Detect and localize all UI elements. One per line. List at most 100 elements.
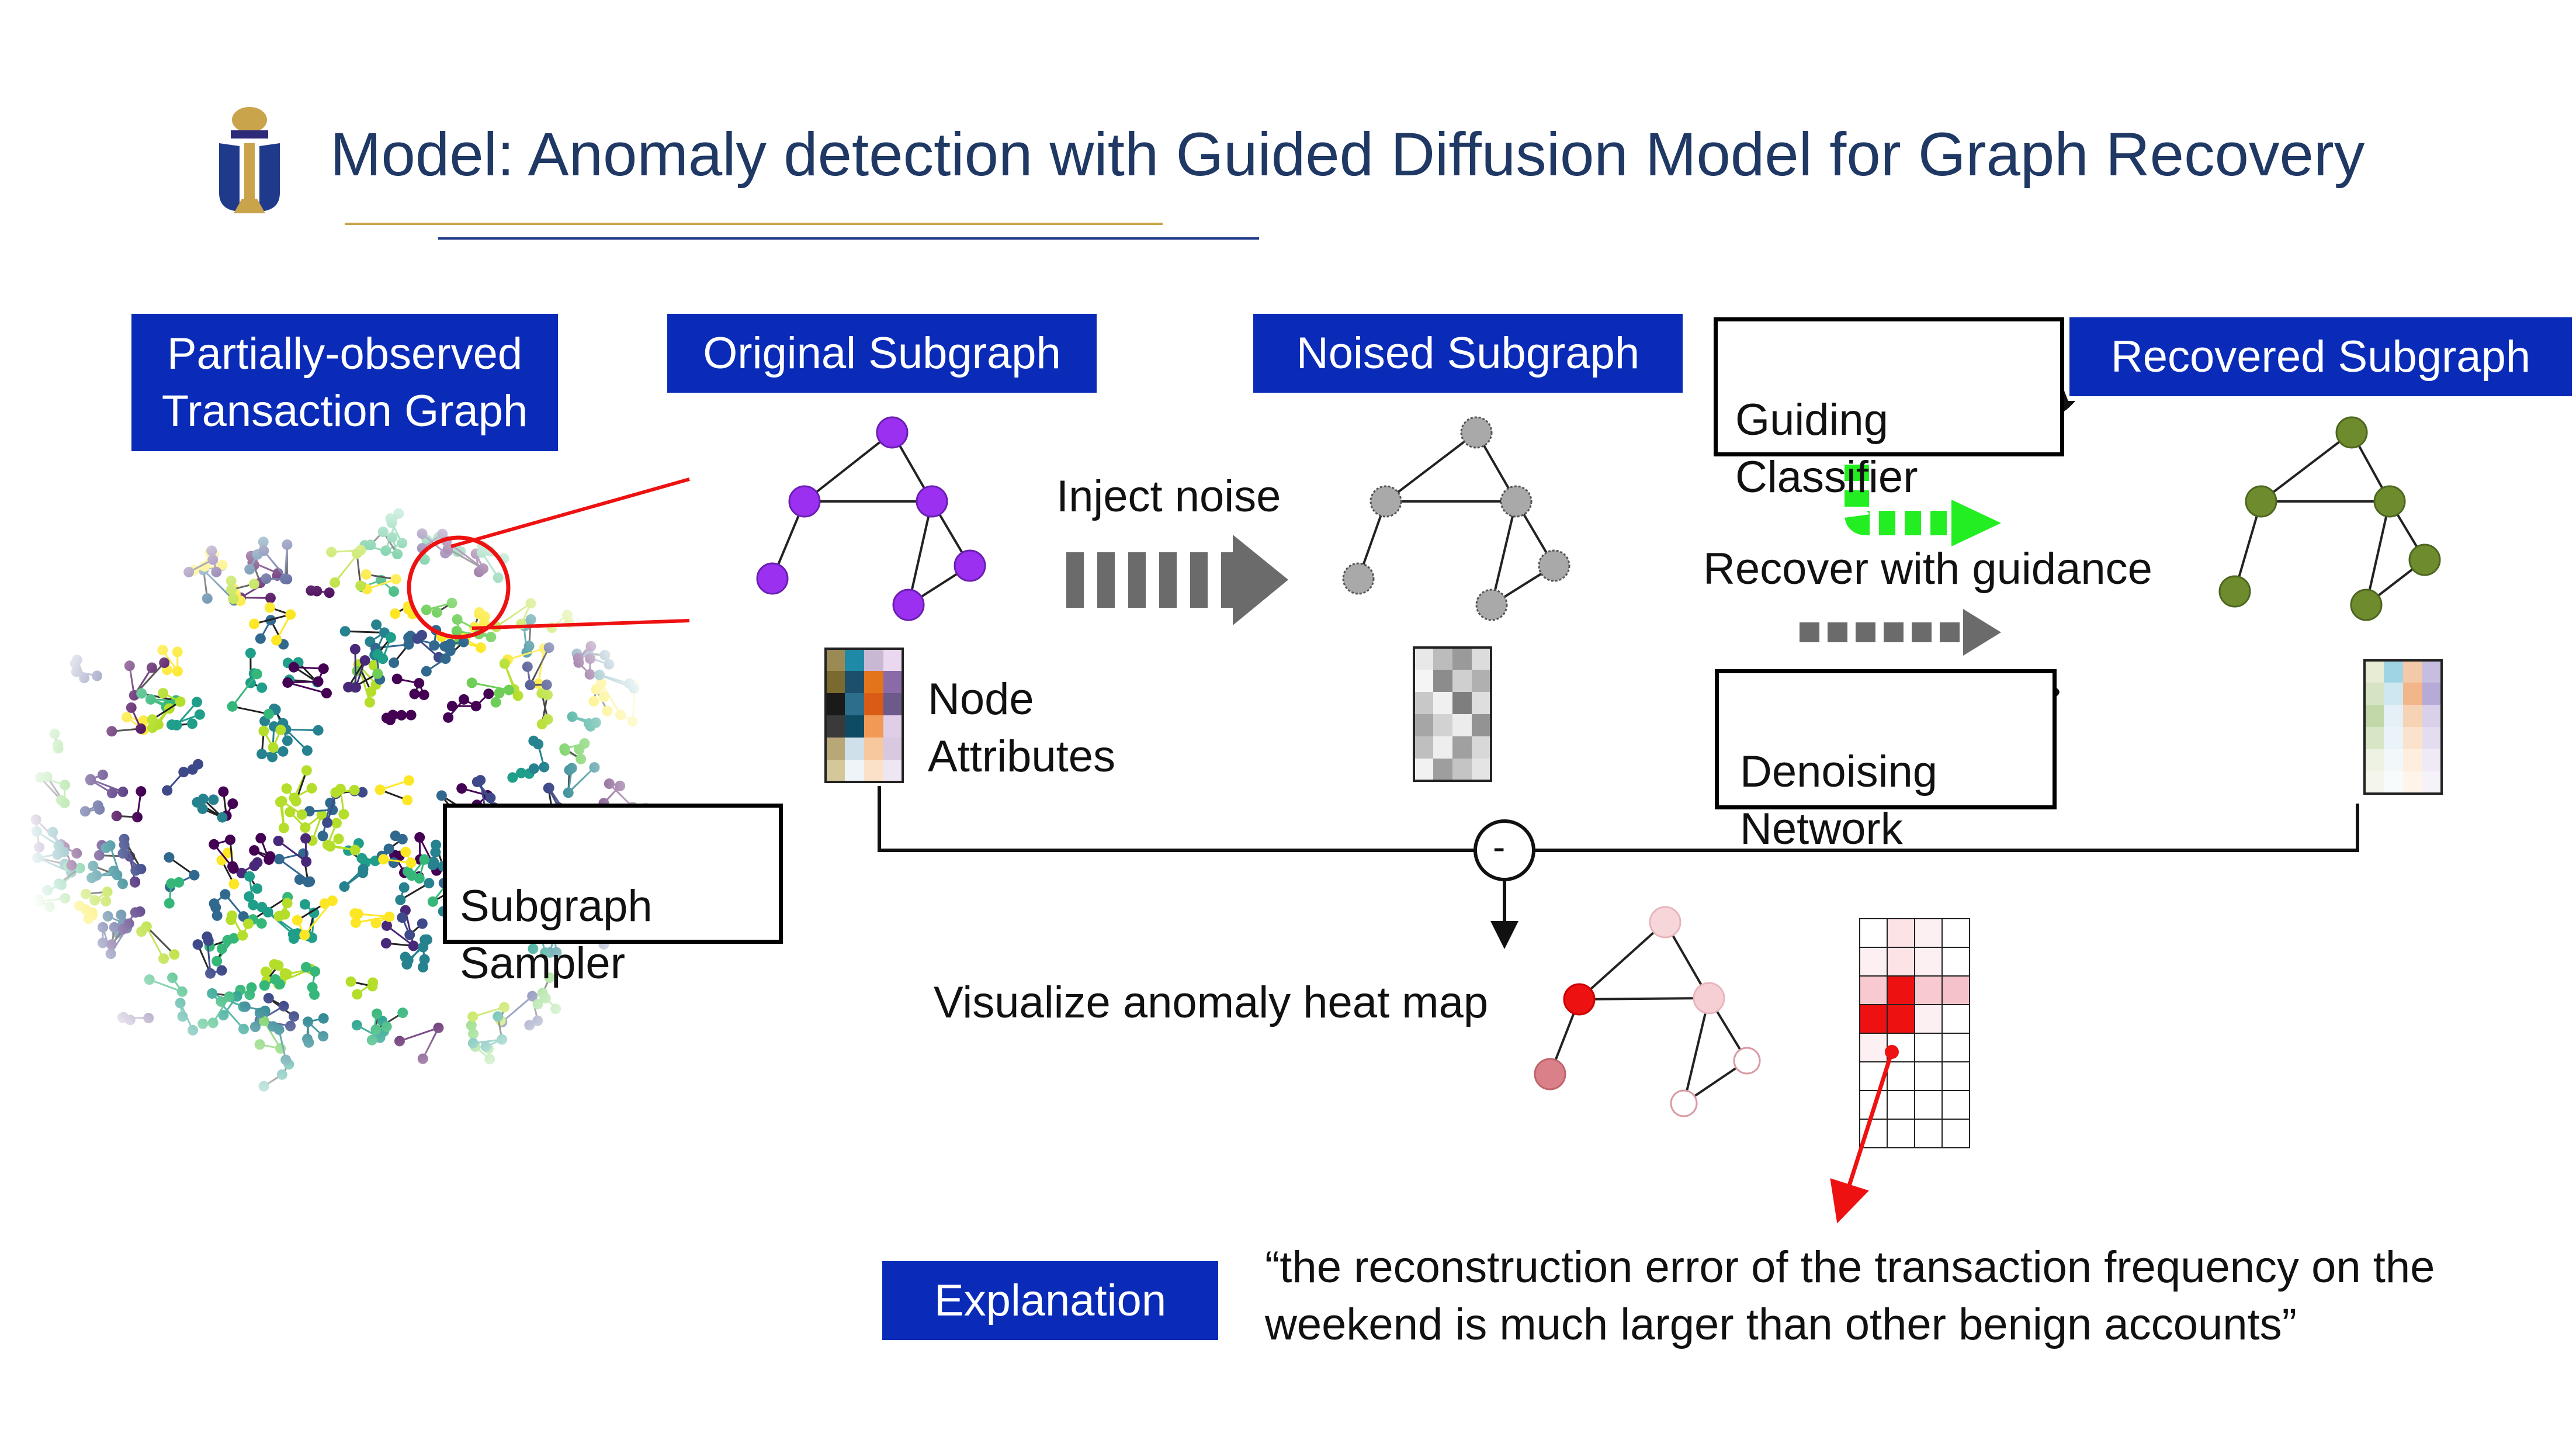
matrix-cell bbox=[845, 738, 864, 760]
subgraph-sampler-box: Subgraph Sampler bbox=[443, 804, 783, 988]
heatmap-cell bbox=[1887, 947, 1915, 977]
matrix-cell bbox=[1414, 670, 1433, 692]
matrix-cell bbox=[2422, 727, 2442, 749]
matrix-cell bbox=[1433, 648, 1452, 670]
heatmap-cell bbox=[1914, 1090, 1943, 1120]
heatmap-cell bbox=[1941, 1090, 1970, 1120]
matrix-cell bbox=[864, 671, 883, 693]
original-attribute-matrix bbox=[824, 648, 904, 783]
matrix-cell bbox=[2364, 683, 2384, 705]
guiding-classifier-box: Guiding Classifier bbox=[1714, 317, 2064, 502]
matrix-cell bbox=[1452, 670, 1472, 692]
matrix-cell bbox=[2364, 660, 2384, 683]
partial-graph-label: Partially-observed Transaction Graph bbox=[131, 314, 558, 451]
heatmap-cell bbox=[1941, 1061, 1970, 1091]
recovered-subgraph-label: Recovered Subgraph bbox=[2069, 317, 2572, 396]
guiding-classifier-label: Guiding Classifier bbox=[1735, 395, 1918, 502]
matrix-cell bbox=[883, 715, 903, 738]
matrix-cell bbox=[883, 649, 903, 671]
explanation-quote: “the reconstruction error of the transac… bbox=[1265, 1242, 2435, 1349]
matrix-cell bbox=[2384, 771, 2403, 794]
graph-node bbox=[2373, 485, 2406, 518]
matrix-cell bbox=[2364, 727, 2384, 749]
matrix-cell bbox=[2422, 705, 2442, 727]
heatmap-cell bbox=[1914, 1061, 1943, 1091]
graph-node bbox=[892, 588, 925, 621]
matrix-cell bbox=[1433, 670, 1452, 692]
matrix-cell bbox=[826, 738, 845, 760]
matrix-cell bbox=[1472, 648, 1491, 670]
matrix-cell bbox=[2364, 705, 2384, 727]
page-title: Model: Anomaly detection with Guided Dif… bbox=[330, 120, 2365, 189]
graph-node bbox=[2245, 485, 2277, 518]
graph-node bbox=[2218, 575, 2251, 608]
heatmap-cell bbox=[1887, 1090, 1915, 1120]
explanation-label: Explanation bbox=[882, 1261, 1218, 1340]
original-subgraph-graph bbox=[771, 431, 971, 606]
matrix-cell bbox=[2422, 660, 2442, 683]
matrix-cell bbox=[2384, 749, 2403, 771]
matrix-cell bbox=[1472, 714, 1491, 736]
inject-noise-label: Inject noise bbox=[1056, 472, 1281, 521]
heatmap-cell bbox=[1887, 1061, 1915, 1091]
heatmap-cell bbox=[1859, 1033, 1888, 1062]
heatmap-cell bbox=[1914, 1033, 1943, 1062]
graph-node bbox=[2335, 416, 2368, 449]
heatmap-cell bbox=[1914, 975, 1943, 1005]
matrix-cell bbox=[2403, 705, 2422, 727]
heatmap-cell bbox=[1941, 1033, 1970, 1062]
matrix-cell bbox=[2403, 660, 2422, 683]
graph-node bbox=[1500, 485, 1533, 518]
matrix-cell bbox=[2384, 727, 2403, 749]
anomaly-heatmap bbox=[1859, 918, 1970, 1148]
difference-connector bbox=[878, 786, 2359, 949]
matrix-cell bbox=[1452, 759, 1472, 781]
heatmap-cell bbox=[1914, 1004, 1943, 1034]
matrix-cell bbox=[1472, 670, 1491, 692]
graph-node bbox=[2350, 588, 2383, 621]
graph-node bbox=[1475, 588, 1508, 621]
matrix-cell bbox=[2403, 683, 2422, 705]
matrix-cell bbox=[2384, 705, 2403, 727]
heatmap-cell bbox=[1914, 918, 1943, 948]
subgraph-sampler-label: Subgraph Sampler bbox=[460, 881, 653, 988]
inject-noise-arrow bbox=[1066, 535, 1288, 625]
graph-node bbox=[1538, 549, 1570, 582]
university-logo bbox=[219, 107, 280, 213]
matrix-cell bbox=[826, 649, 845, 671]
matrix-cell bbox=[845, 715, 864, 738]
matrix-cell bbox=[826, 693, 845, 715]
matrix-cell bbox=[1433, 759, 1452, 781]
matrix-cell bbox=[2364, 749, 2384, 771]
matrix-cell bbox=[2384, 660, 2403, 683]
matrix-cell bbox=[1414, 736, 1433, 759]
graph-node bbox=[1534, 1058, 1566, 1090]
matrix-cell bbox=[845, 760, 864, 782]
matrix-cell bbox=[2403, 727, 2422, 749]
graph-node bbox=[1342, 562, 1375, 595]
recovered-attribute-matrix bbox=[2363, 659, 2443, 795]
matrix-cell bbox=[1414, 692, 1433, 714]
graph-node bbox=[876, 416, 909, 449]
matrix-cell bbox=[864, 760, 883, 782]
matrix-border bbox=[2363, 659, 2443, 795]
graph-node bbox=[1649, 906, 1681, 939]
matrix-cell bbox=[1414, 759, 1433, 781]
graph-node bbox=[1733, 1047, 1761, 1075]
graph-node bbox=[756, 562, 789, 595]
matrix-cell bbox=[1433, 714, 1452, 736]
recovered-subgraph-graph bbox=[2234, 431, 2426, 606]
matrix-cell bbox=[845, 693, 864, 715]
matrix-border bbox=[1413, 646, 1492, 782]
noised-subgraph-label: Noised Subgraph bbox=[1253, 314, 1683, 393]
graph-node bbox=[788, 485, 821, 518]
matrix-cell bbox=[1472, 736, 1491, 759]
heatmap-cell bbox=[1887, 1004, 1915, 1034]
denoising-network-label: Denoising Network bbox=[1740, 747, 1937, 854]
noised-subgraph-graph bbox=[1357, 431, 1555, 606]
graph-node bbox=[1693, 982, 1725, 1015]
matrix-cell bbox=[883, 738, 903, 760]
matrix-cell bbox=[826, 760, 845, 782]
heatmap-cell bbox=[1887, 1119, 1915, 1148]
heatmap-cell bbox=[1941, 1004, 1970, 1034]
